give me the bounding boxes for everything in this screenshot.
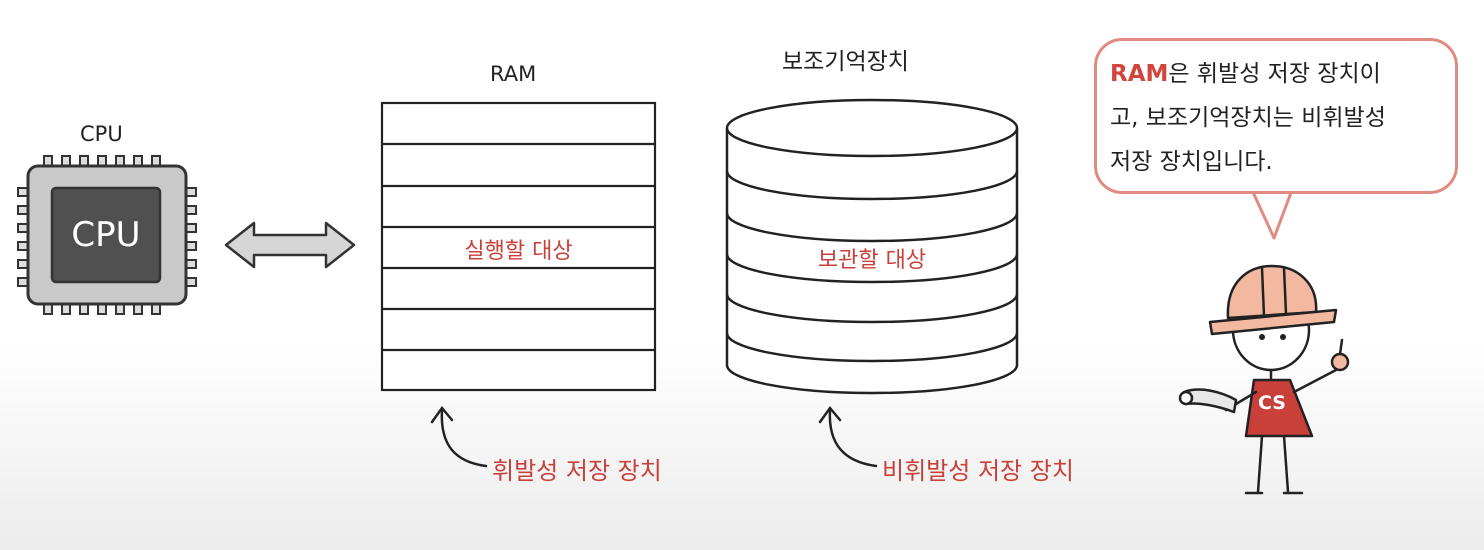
ram-inner-text: 실행할 대상 — [464, 239, 573, 264]
speech-line-1-rest: 은 휘발성 저장 장치이 — [1168, 61, 1381, 87]
storage-annotation: 비휘발성 저장 장치 — [882, 457, 1074, 485]
cpu-chip-label: CPU — [71, 215, 141, 255]
storage-cylinder — [725, 98, 1019, 395]
speech-highlight: RAM — [1110, 61, 1169, 87]
cpu-top-label: CPU — [80, 122, 123, 146]
speech-bubble-tail — [1250, 189, 1294, 240]
ram-label: RAM — [490, 62, 537, 86]
cpu-chip — [17, 155, 197, 315]
speech-bubble — [1094, 38, 1458, 194]
storage-pointer-head — [818, 405, 842, 424]
double-arrow-icon — [224, 221, 356, 269]
storage-inner-text: 보관할 대상 — [817, 248, 927, 273]
storage-pointer-arrow — [828, 408, 878, 468]
ram-annotation: 휘발성 저장 장치 — [492, 457, 662, 485]
speech-bubble-text: RAM은 휘발성 저장 장치이 고, 보조기억장치는 비휘발성 저장 장치입니다… — [1110, 52, 1450, 184]
ram-block — [380, 101, 657, 392]
speech-line-3: 저장 장치입니다. — [1110, 149, 1273, 175]
ram-pointer-head — [430, 405, 454, 424]
speech-line-1: RAM은 휘발성 저장 장치이 — [1110, 52, 1450, 96]
character-figure — [1178, 264, 1350, 495]
character-shirt-text: CS — [1258, 392, 1286, 414]
speech-line-2: 고, 보조기억장치는 비휘발성 — [1110, 105, 1386, 131]
ram-pointer-arrow — [440, 408, 488, 468]
storage-label: 보조기억장치 — [782, 49, 909, 75]
